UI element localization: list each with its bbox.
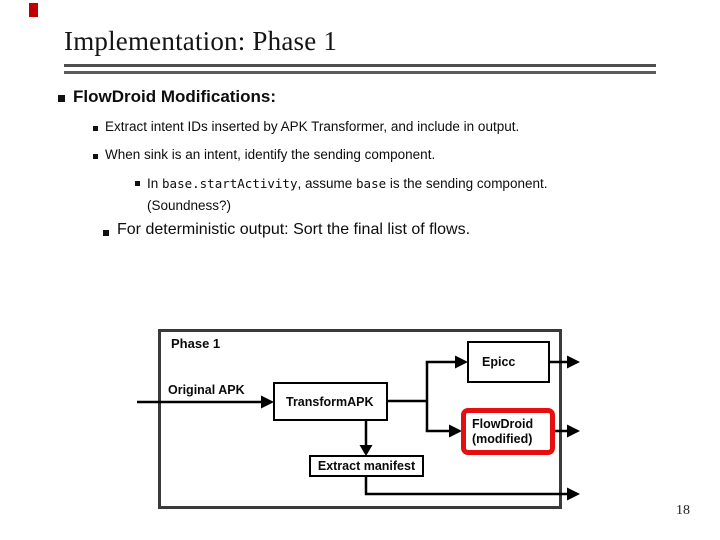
flowdroid-node-line2: (modified) [472, 431, 533, 446]
section-heading: FlowDroid Modifications: [73, 87, 277, 106]
diagram-phase-label: Phase 1 [171, 336, 221, 351]
bullet-square-level1 [58, 95, 65, 102]
bullet3-text: In [147, 176, 163, 191]
bullet3-text: is the sending component. [386, 176, 548, 191]
diagram-input-label: Original APK [168, 383, 245, 397]
diagram-node-transform-apk: TransformAPK [273, 382, 388, 421]
phase1-flow-diagram: Phase 1 Original APK TransformAPK Epicc … [0, 325, 720, 525]
title-rule-bottom [64, 71, 656, 74]
bullet-item-extract-ids: Extract intent IDs inserted by APK Trans… [105, 119, 520, 134]
diagram-outer-frame [158, 329, 562, 509]
bullet-item-deterministic-output: For deterministic output: Sort the final… [117, 221, 471, 238]
diagram-node-epicc: Epicc [467, 341, 550, 383]
bullet3-text: , assume [297, 176, 357, 191]
bullet3-code-base: base [356, 176, 387, 191]
page-number: 18 [676, 503, 690, 518]
diagram-node-extract-manifest: Extract manifest [309, 455, 424, 477]
bullet-square-level2 [93, 154, 98, 159]
bullet3-soundness: (Soundness?) [147, 198, 232, 213]
bullet-item-start-activity: In base.startActivity, assume base is th… [147, 173, 672, 217]
bullet3-code-startactivity: base.startActivity [162, 176, 298, 191]
flowdroid-node-line1: FlowDroid [472, 417, 534, 431]
bullet-square-level2 [103, 230, 109, 236]
slide-accent-mark [29, 3, 38, 17]
bullet-square-level3 [135, 181, 140, 186]
title-rule-top [64, 64, 656, 67]
diagram-arrows [137, 355, 580, 501]
diagram-node-flowdroid-modified: FlowDroid (modified) [461, 408, 555, 455]
bullet-item-sink-intent: When sink is an intent, identify the sen… [105, 147, 436, 162]
slide-title: Implementation: Phase 1 [64, 26, 338, 56]
bullet-square-level2 [93, 126, 98, 131]
